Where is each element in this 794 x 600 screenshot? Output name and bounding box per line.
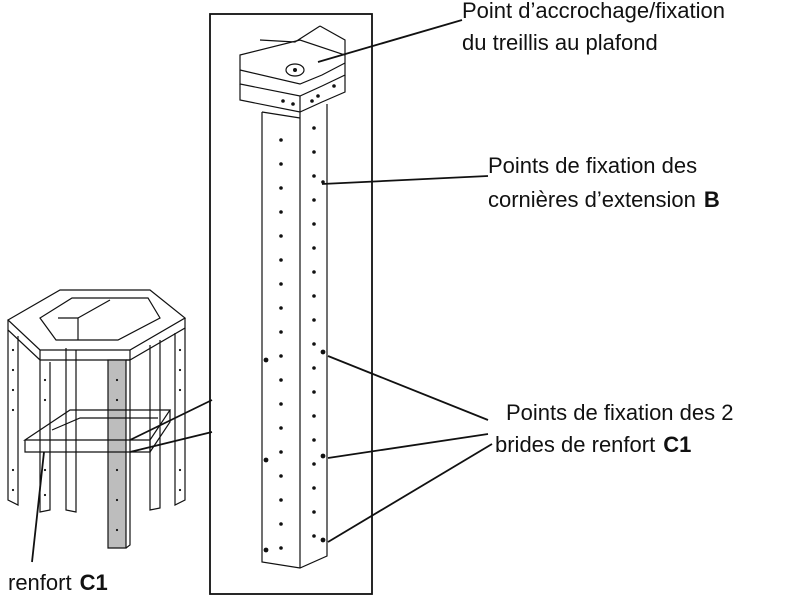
label-ceiling-point-line1: Point d’accrochage/fixation [462,0,725,23]
detail-frame [209,13,373,595]
label-flange-points-code: C1 [663,432,691,457]
label-reinforcement-code: C1 [80,570,108,595]
label-angle-points-line2: cornières d’extension B [488,187,720,212]
highlighted-post [107,359,127,549]
label-flange-points-text: brides de renfort [495,432,655,457]
label-flange-points-line1: Points de fixation des 2 [506,400,733,425]
label-reinforcement-text: renfort [8,570,72,595]
leader-flange-point-2 [327,433,489,459]
label-flange-points-line2: brides de renfort C1 [495,432,691,457]
label-ceiling-point-line2: du treillis au plafond [462,30,658,55]
leader-angle-points [321,175,489,185]
leader-flange-point-1 [327,355,489,421]
label-angle-points-text: cornières d’extension [488,187,696,212]
detail-corner-post [261,104,328,569]
leader-flange-point-3 [327,443,493,543]
label-angle-points-code: B [704,187,720,212]
detail-top-plate [239,25,346,113]
leader-zoom-lower [129,431,213,453]
leader-reinforcement [31,451,45,563]
label-angle-points-line1: Points de fixation des [488,153,697,178]
leader-zoom-upper [129,399,213,441]
leader-ceiling-point [317,19,463,63]
small-truss [6,289,187,549]
label-reinforcement: renfort C1 [8,570,108,595]
